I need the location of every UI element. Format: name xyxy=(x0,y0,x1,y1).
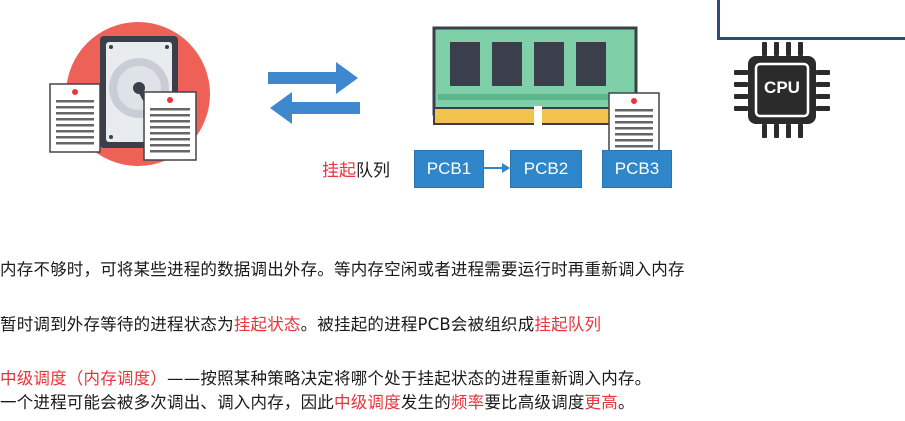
cpu-label: CPU xyxy=(764,78,800,97)
memory-module-icon xyxy=(432,26,638,126)
line4-mid-scheduling: 中级调度 xyxy=(334,393,401,412)
line2-a: 暂时调到外存等待的进程状态为 xyxy=(0,315,234,334)
line3-b: ——按照某种策略决定将哪个处于挂起状态的进程重新调入内存。 xyxy=(167,369,652,388)
cpu-chip-icon xyxy=(734,42,830,138)
line4-e: 要比高级调度 xyxy=(484,393,585,412)
line4-frequency: 频率 xyxy=(450,393,485,412)
pcb-item-1: PCB1 xyxy=(414,150,484,188)
pcb-item-2: PCB2 xyxy=(510,150,582,188)
line2-suspend-state: 挂起状态 xyxy=(233,315,301,334)
text-line-1: 内存不够时，可将某些进程的数据调出外存。等内存空闲或者进程需要运行时再重新调入内… xyxy=(0,256,685,280)
line2-c: 。被挂起的进程PCB会被组织成 xyxy=(300,315,535,334)
line4-higher: 更高 xyxy=(584,393,618,412)
top-right-panel-box xyxy=(717,0,905,40)
text-line-3: 中级调度（内存调度）——按照某种策略决定将哪个处于挂起状态的进程重新调入内存。 xyxy=(0,365,651,389)
queue-label-rest: 队列 xyxy=(356,161,390,181)
document-icon xyxy=(608,92,660,156)
suspend-queue-label: 挂起队列 xyxy=(322,156,390,181)
line4-g: 。 xyxy=(617,393,635,412)
line3-mid-scheduling: 中级调度（内存调度） xyxy=(0,369,167,388)
text-line-2: 暂时调到外存等待的进程状态为挂起状态。被挂起的进程PCB会被组织成挂起队列 xyxy=(0,311,601,335)
line2-suspend-queue: 挂起队列 xyxy=(534,315,602,334)
hard-disk-icon xyxy=(49,22,210,166)
queue-label-highlight: 挂起 xyxy=(322,161,356,181)
queue-arrow-icon xyxy=(482,163,510,173)
line1-text: 内存不够时，可将某些进程的数据调出外存。等内存空闲或者进程需要运行时再重新调入内… xyxy=(0,260,685,279)
text-line-4: 一个进程可能会被多次调出、调入内存，因此中级调度发生的频率要比高级调度更高。 xyxy=(0,389,635,413)
swap-arrows-icon xyxy=(268,62,360,124)
pcb-item-3: PCB3 xyxy=(602,150,672,188)
line4-c: 发生的 xyxy=(400,393,451,412)
line4-a: 一个进程可能会被多次调出、调入内存，因此 xyxy=(0,393,334,412)
